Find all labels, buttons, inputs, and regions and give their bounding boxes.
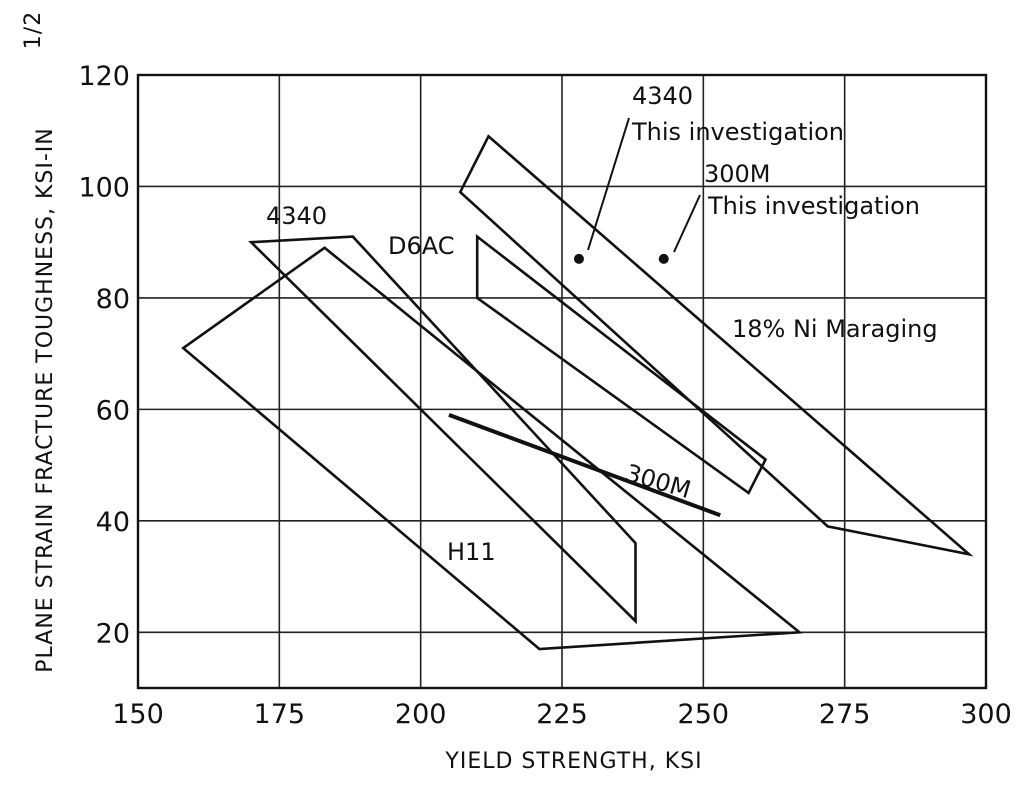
- label-h11: H11: [447, 538, 496, 566]
- gridlines: [138, 75, 986, 688]
- region-18-ni-maraging: [458, 134, 974, 557]
- x-tick-150: 150: [112, 699, 164, 730]
- point-4340: [573, 253, 584, 264]
- y-axis-title: PLANE STRAIN FRACTURE TOUGHNESS, KSI-IN: [33, 127, 58, 673]
- x-tick-300: 300: [960, 699, 1012, 730]
- leader-300m-point: [673, 194, 701, 253]
- leader-lines: [587, 117, 701, 253]
- y-tick-80: 80: [96, 284, 130, 315]
- annotations: 4340 D6AC 18% Ni Maraging 300M H11 4340 …: [266, 82, 938, 566]
- y-tick-40: 40: [96, 507, 130, 538]
- label-4340-point: 4340: [632, 82, 693, 110]
- label-d6ac: D6AC: [388, 232, 455, 260]
- x-axis-title: YIELD STRENGTH, KSI: [444, 749, 702, 774]
- leader-4340-point: [587, 117, 630, 251]
- band-300m: [448, 413, 721, 518]
- x-tick-200: 200: [395, 699, 447, 730]
- y-axis-title-group: PLANE STRAIN FRACTURE TOUGHNESS, KSI-IN: [33, 127, 58, 673]
- points: [573, 253, 669, 264]
- label-4340-point-note: This investigation: [631, 118, 844, 146]
- x-tick-labels: 150 175 200 225 250 275 300: [112, 699, 1012, 730]
- x-tick-175: 175: [254, 699, 306, 730]
- regions: [181, 134, 974, 651]
- y-tick-labels: 20 40 60 80 100 120: [78, 61, 130, 649]
- svg-text:PLANE STRAIN FRACTURE TOUGHNES: PLANE STRAIN FRACTURE TOUGHNESS, KSI-IN: [33, 127, 58, 673]
- region-h11: [181, 246, 803, 651]
- y-tick-60: 60: [96, 395, 130, 426]
- y-tick-20: 20: [96, 618, 130, 649]
- y-axis-title-superscript: 1/2: [21, 11, 46, 49]
- label-maraging: 18% Ni Maraging: [732, 315, 938, 343]
- y-tick-100: 100: [78, 172, 130, 203]
- plot-frame: [136, 73, 988, 690]
- y-tick-120: 120: [78, 61, 130, 92]
- label-300m-point-note: This investigation: [707, 192, 920, 220]
- label-300m-point: 300M: [704, 160, 771, 188]
- point-300m: [658, 253, 669, 264]
- x-tick-250: 250: [678, 699, 730, 730]
- region-4340: [248, 235, 637, 625]
- label-4340-region: 4340: [266, 202, 327, 230]
- x-tick-275: 275: [819, 699, 871, 730]
- x-tick-225: 225: [536, 699, 588, 730]
- region-d6ac: [475, 233, 768, 495]
- band-layer: [448, 413, 721, 518]
